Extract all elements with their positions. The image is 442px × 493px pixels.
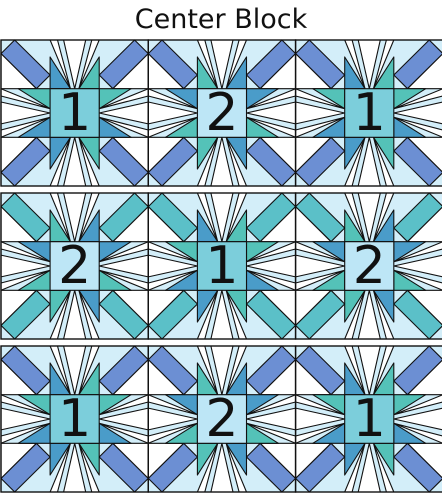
block-number-label: 1	[58, 389, 91, 449]
block-number-label: 2	[58, 236, 91, 296]
block-number-label: 1	[353, 83, 386, 143]
quilt-block: 1	[1, 40, 148, 186]
quilt-row: 1 2 1	[1, 346, 442, 492]
block-number-label: 2	[205, 389, 238, 449]
quilt-block: 2	[1, 193, 148, 339]
quilt-block: 1	[296, 40, 442, 186]
quilt-block: 1	[148, 193, 295, 339]
quilt-block: 2	[148, 346, 295, 492]
quilt-block: 1	[1, 346, 148, 492]
block-number-label: 1	[353, 389, 386, 449]
block-number-label: 2	[205, 83, 238, 143]
block-number-label: 2	[353, 236, 386, 296]
quilt-row: 2 1 2	[1, 193, 442, 339]
block-number-label: 1	[205, 236, 238, 296]
quilt-block: 2	[296, 193, 442, 339]
block-number-label: 1	[58, 83, 91, 143]
quilt-block: 1	[296, 346, 442, 492]
quilt-row: 1 2 1	[1, 40, 442, 186]
quilt-block: 2	[148, 40, 295, 186]
